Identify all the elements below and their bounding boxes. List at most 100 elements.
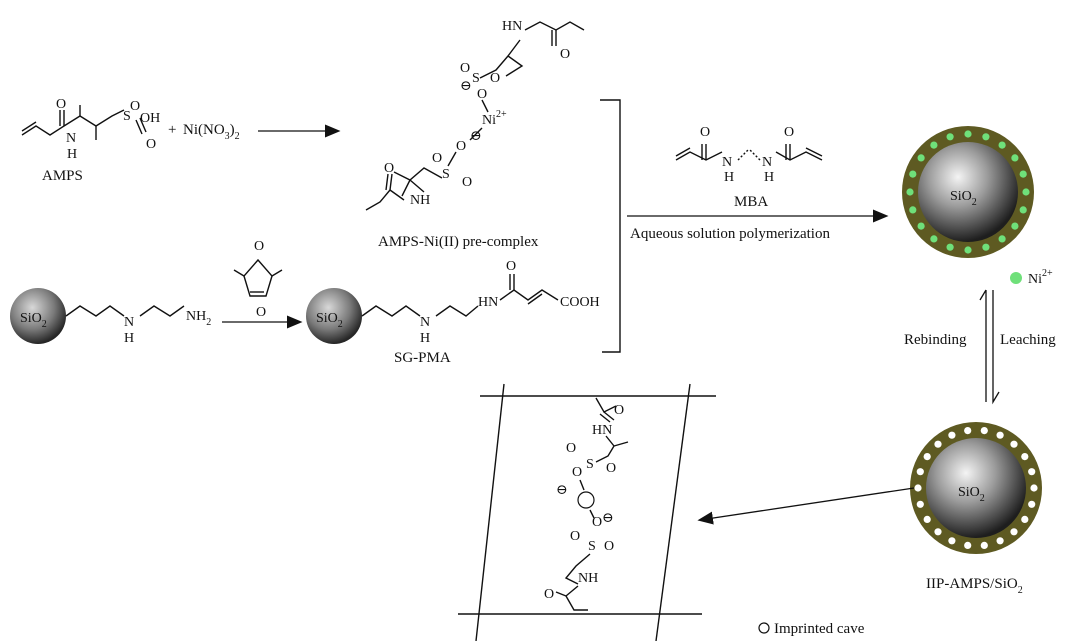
cav-bottom-nh: NH: [578, 571, 598, 586]
precomplex-structure: HN O S O O ⊖ O Ni2+ O ⊖ O S O NH O AMPS-…: [365, 19, 585, 250]
mba-h2: H: [764, 170, 774, 185]
amps-label: AMPS: [42, 168, 83, 184]
mba-o1: O: [700, 125, 710, 140]
amps-s: S: [123, 109, 131, 124]
cav-top-o-minus: O: [572, 465, 582, 480]
sgpma-label: SG-PMA: [394, 350, 451, 366]
pc-top-minus: ⊖: [460, 79, 472, 94]
ni-ion-dot: [930, 141, 938, 149]
amine-nh2: NH2: [186, 309, 211, 328]
precomplex-label: AMPS-Ni(II) pre-complex: [378, 234, 539, 250]
ni-ion-dot: [1019, 206, 1027, 214]
imprinted-cave-dot: [1021, 453, 1029, 461]
cave-legend-circle: [758, 622, 770, 634]
nickel-nitrate-reagent: + Ni(NO3)2: [168, 122, 240, 142]
pc-bottom-s-o2: O: [462, 175, 472, 190]
amps-carbonyl-o: O: [56, 97, 66, 112]
imprinted-cave-dot: [923, 515, 931, 524]
pc-top-o-minus: O: [477, 87, 487, 102]
polymerization-label: Aqueous solution polymerization: [630, 226, 830, 242]
pc-top-s-o1: O: [460, 61, 470, 76]
ni-ion-dot: [998, 235, 1006, 243]
pc-ni: Ni2+: [482, 109, 507, 128]
cavity-detail: O HN O S O O ⊖ O ⊖ O S O NH O: [458, 383, 716, 641]
sgpma-o: O: [506, 259, 516, 274]
amps-structure: O N H S O O OH AMPS: [21, 97, 160, 184]
imprinted-cave-dot: [1028, 468, 1036, 476]
imprinted-cave-dot: [1010, 528, 1018, 536]
imprinted-cave-dot: [1028, 500, 1036, 508]
iip-silica-core: [926, 438, 1026, 538]
leaching-label: Leaching: [1000, 332, 1056, 348]
cav-bottom-o: O: [544, 587, 554, 602]
imprinted-cave-dot: [996, 537, 1004, 545]
ni-ion-dot: [917, 154, 925, 162]
imprinted-cave-dot: [916, 468, 924, 476]
sgpma-cooh: COOH: [560, 295, 600, 310]
ni-dots: [906, 130, 1030, 254]
sgpma-h: H: [420, 331, 430, 346]
core-label-top: SiO2: [950, 189, 977, 208]
imprinted-cave-dot: [1010, 440, 1018, 448]
cav-top-s: S: [586, 457, 594, 472]
cav-top-o: O: [614, 403, 624, 418]
ni-ion-dot: [1011, 222, 1019, 230]
amine-n: N: [124, 315, 134, 330]
sgpma-structure: SiO2 N H HN O COOH SG-PMA: [306, 259, 600, 366]
rebinding-label: Rebinding: [904, 332, 967, 348]
ni-ion-dot: [982, 243, 990, 251]
cave-legend-label: Imprinted cave: [774, 621, 865, 637]
amine-h: H: [124, 331, 134, 346]
silica-bead-left-label: SiO2: [20, 311, 47, 330]
cav-top-s-o2: O: [606, 461, 616, 476]
imprinted-cave-dot: [964, 541, 972, 550]
maleic-anhydride: O O: [233, 239, 283, 320]
cav-bottom-s-o1: O: [570, 529, 580, 544]
ni-ion-dot: [1019, 170, 1027, 178]
ni-loaded-particle: SiO2: [902, 126, 1034, 258]
imprinted-cave-dot: [964, 427, 972, 435]
cav-bottom-o-minus: O: [592, 515, 602, 530]
ni-ion-dot: [930, 235, 938, 243]
core-label-bottom: SiO2: [958, 485, 985, 504]
amps-n: N: [66, 131, 76, 146]
pc-top-s-o2: O: [490, 71, 500, 86]
mba-n2: N: [762, 155, 772, 170]
iip-label: IIP-AMPS/SiO2: [926, 576, 1023, 596]
silica-bead-mid-label: SiO2: [316, 311, 343, 330]
ni-ion-dot: [1022, 188, 1030, 196]
cav-bottom-s: S: [588, 539, 596, 554]
mba-h1: H: [724, 170, 734, 185]
imprinted-cave-dot: [948, 431, 956, 439]
imprinted-cave-dot: [1021, 515, 1029, 524]
amps-sulfonyl-o2: O: [146, 137, 156, 152]
imprinted-cave-dot: [1030, 484, 1038, 492]
imprinted-cave-dot: [948, 537, 956, 545]
ni-ion-dot: [946, 133, 954, 141]
pc-bottom-s-o1: O: [432, 151, 442, 166]
reaction-bracket: [600, 99, 621, 353]
ma-carbonyl-o: O: [256, 305, 266, 320]
nickel-nitrate-text: Ni(NO3)2: [183, 122, 240, 142]
ni-legend-label: Ni2+: [1028, 268, 1053, 287]
sgpma-hn: HN: [478, 295, 498, 310]
ni-ion-dot: [946, 243, 954, 251]
cav-imprinted-site: [577, 491, 595, 509]
pc-top-hn: HN: [502, 19, 522, 34]
cav-top-minus: ⊖: [556, 483, 568, 498]
ni-ion-dot: [982, 133, 990, 141]
cav-bottom-minus: ⊖: [602, 511, 614, 526]
cav-top-s-o1: O: [566, 441, 576, 456]
imprinted-cave-dot: [934, 440, 942, 448]
imprinted-cave-dot: [916, 500, 924, 508]
imprinted-cave-dot: [934, 528, 942, 536]
pc-bottom-nh: NH: [410, 193, 430, 208]
imprinted-cave-dot: [923, 453, 931, 461]
pc-bottom-o-minus: O: [456, 139, 466, 154]
pc-bottom-minus: ⊖: [470, 129, 482, 144]
amps-oh: OH: [140, 111, 160, 126]
imprinted-cave-dot: [996, 431, 1004, 439]
ni-legend-dot: [1010, 272, 1022, 284]
iip-particle: SiO2: [910, 422, 1042, 554]
ni-ion-dot: [1011, 154, 1019, 162]
